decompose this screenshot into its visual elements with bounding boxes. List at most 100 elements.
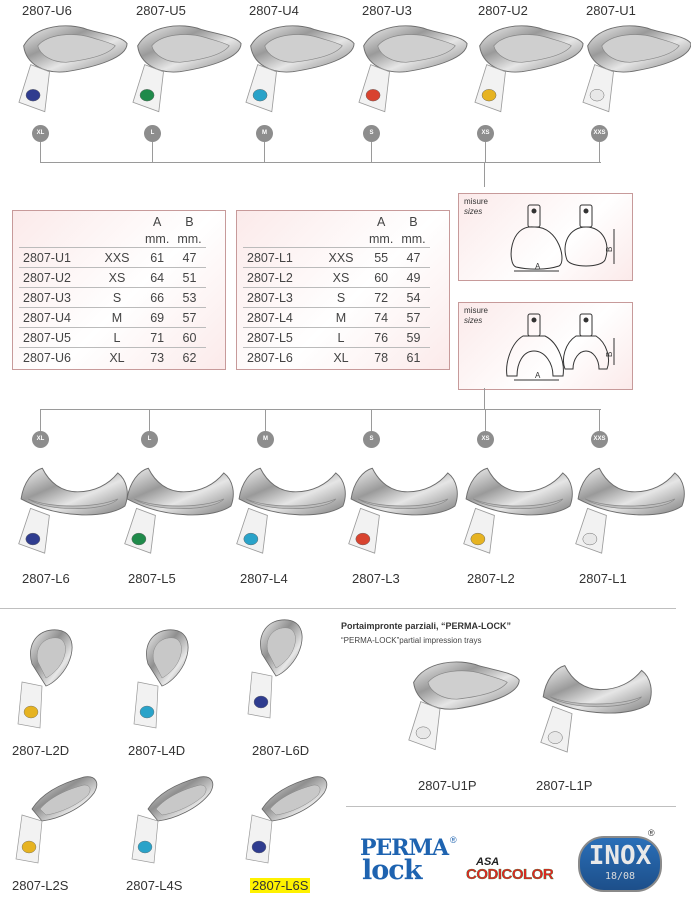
inox-logo-text: INOX <box>588 841 652 871</box>
partial-tray-image <box>242 614 312 725</box>
b-cell: 60 <box>173 327 206 348</box>
color-code-dot <box>23 705 39 719</box>
code-cell: 2807-U1 <box>19 247 93 268</box>
b-cell: 53 <box>173 287 206 308</box>
size-cell: M <box>317 307 365 328</box>
color-code-dot <box>470 532 486 546</box>
size-badge: L <box>144 125 161 142</box>
code-cell: 2807-L2 <box>243 267 317 288</box>
color-code-dot <box>355 532 371 546</box>
col-a-unit: mm. <box>369 231 394 246</box>
code-cell: 2807-L4 <box>243 307 317 328</box>
upper-tray-image <box>241 20 359 119</box>
a-cell: 72 <box>365 287 398 308</box>
lower-tray-image <box>459 458 577 559</box>
partial-tray-code-text: 2807-L2S <box>12 878 69 893</box>
diagram-label-en: sizes <box>464 316 483 325</box>
partial-tray-image <box>12 624 82 735</box>
code-cell: 2807-U6 <box>19 347 93 367</box>
lower-tray-image <box>232 458 350 559</box>
section-divider <box>0 608 676 609</box>
b-cell: 61 <box>397 347 430 367</box>
upper-tray-icon <box>132 25 242 113</box>
b-cell: 47 <box>173 247 206 268</box>
lower-tray-icon <box>575 467 685 554</box>
top-bracket-stem <box>484 162 485 187</box>
col-a-unit: mm. <box>145 231 170 246</box>
partial-tray-icon <box>133 629 189 729</box>
size-cell: S <box>93 287 141 308</box>
size-badge: S <box>363 431 380 448</box>
color-code-dot <box>131 532 147 546</box>
perma-lock-tray-code: 2807-U1P <box>418 778 477 793</box>
partial-tray-code: 2807-L6D <box>252 743 309 758</box>
diagram-label: misure sizes <box>464 306 488 326</box>
badge-connector <box>152 142 153 162</box>
a-cell: 78 <box>365 347 398 367</box>
tray-code: 2807-U4 <box>249 3 299 18</box>
size-badge: XS <box>477 431 494 448</box>
partial-section-title: Portaimpronte parziali, “PERMA-LOCK” <box>341 621 512 631</box>
b-cell: 51 <box>173 267 206 288</box>
a-cell: 55 <box>365 247 398 268</box>
partial-tray-icon <box>247 619 303 719</box>
lower-tray-image <box>571 458 689 559</box>
partial-tray-code-text: 2807-L2D <box>12 743 70 758</box>
size-cell: XL <box>317 347 365 367</box>
perma-logo-line1: PERMA <box>360 835 449 861</box>
lower-tray-image <box>120 458 238 559</box>
size-badge: L <box>141 431 158 448</box>
dim-b-label: B <box>605 352 614 357</box>
b-cell: 62 <box>173 347 206 367</box>
dim-a-label: A <box>535 371 541 380</box>
color-code-dot <box>139 89 155 102</box>
code-cell: 2807-U3 <box>19 287 93 308</box>
a-cell: 71 <box>141 327 174 348</box>
diagram-label-it: misure <box>464 197 489 206</box>
tray-code: 2807-U2 <box>478 3 528 18</box>
size-cell: S <box>317 287 365 308</box>
partial-section-subtitle: “PERMA-LOCK”partial impression trays <box>341 636 482 645</box>
color-code-dot <box>243 532 259 546</box>
color-code-dot <box>137 840 153 854</box>
tray-code: 2807-U6 <box>22 3 72 18</box>
asa-logo-text: ASA <box>476 856 500 868</box>
a-cell: 73 <box>141 347 174 367</box>
partial-tray-icon <box>131 776 214 864</box>
logo-divider <box>346 806 676 807</box>
color-code-dot <box>365 89 381 102</box>
partial-tray-code-text: 2807-L4S <box>126 878 183 893</box>
color-code-dot <box>253 695 269 709</box>
lower-tray-icon <box>463 467 573 554</box>
upper-tray-outline-icon: A B <box>510 204 615 272</box>
a-cell: 66 <box>141 287 174 308</box>
perma-lock-tray-image <box>536 654 656 759</box>
perma-logo-mark: ® <box>450 835 457 845</box>
color-code-dot <box>25 89 41 102</box>
upper-tray-icon <box>358 25 468 113</box>
b-cell: 49 <box>397 267 430 288</box>
asa-codicolor-logo: ASA CODICOLOR <box>466 856 574 886</box>
upper-tray-image <box>14 20 132 119</box>
color-code-dot <box>582 532 598 546</box>
upper-tray-image <box>128 20 246 119</box>
badge-connector <box>599 142 600 162</box>
badge-connector <box>265 409 266 431</box>
code-cell: 2807-U4 <box>19 307 93 328</box>
bottom-bracket-stem <box>484 388 485 409</box>
col-b-unit: mm. <box>401 231 426 246</box>
color-code-dot <box>547 731 563 744</box>
lower-tray-image <box>14 458 132 559</box>
b-cell: 57 <box>397 307 430 328</box>
color-code-dot <box>481 89 497 102</box>
size-cell: XS <box>93 267 141 288</box>
a-cell: 74 <box>365 307 398 328</box>
badge-connector <box>485 409 486 431</box>
code-cell: 2807-U5 <box>19 327 93 348</box>
